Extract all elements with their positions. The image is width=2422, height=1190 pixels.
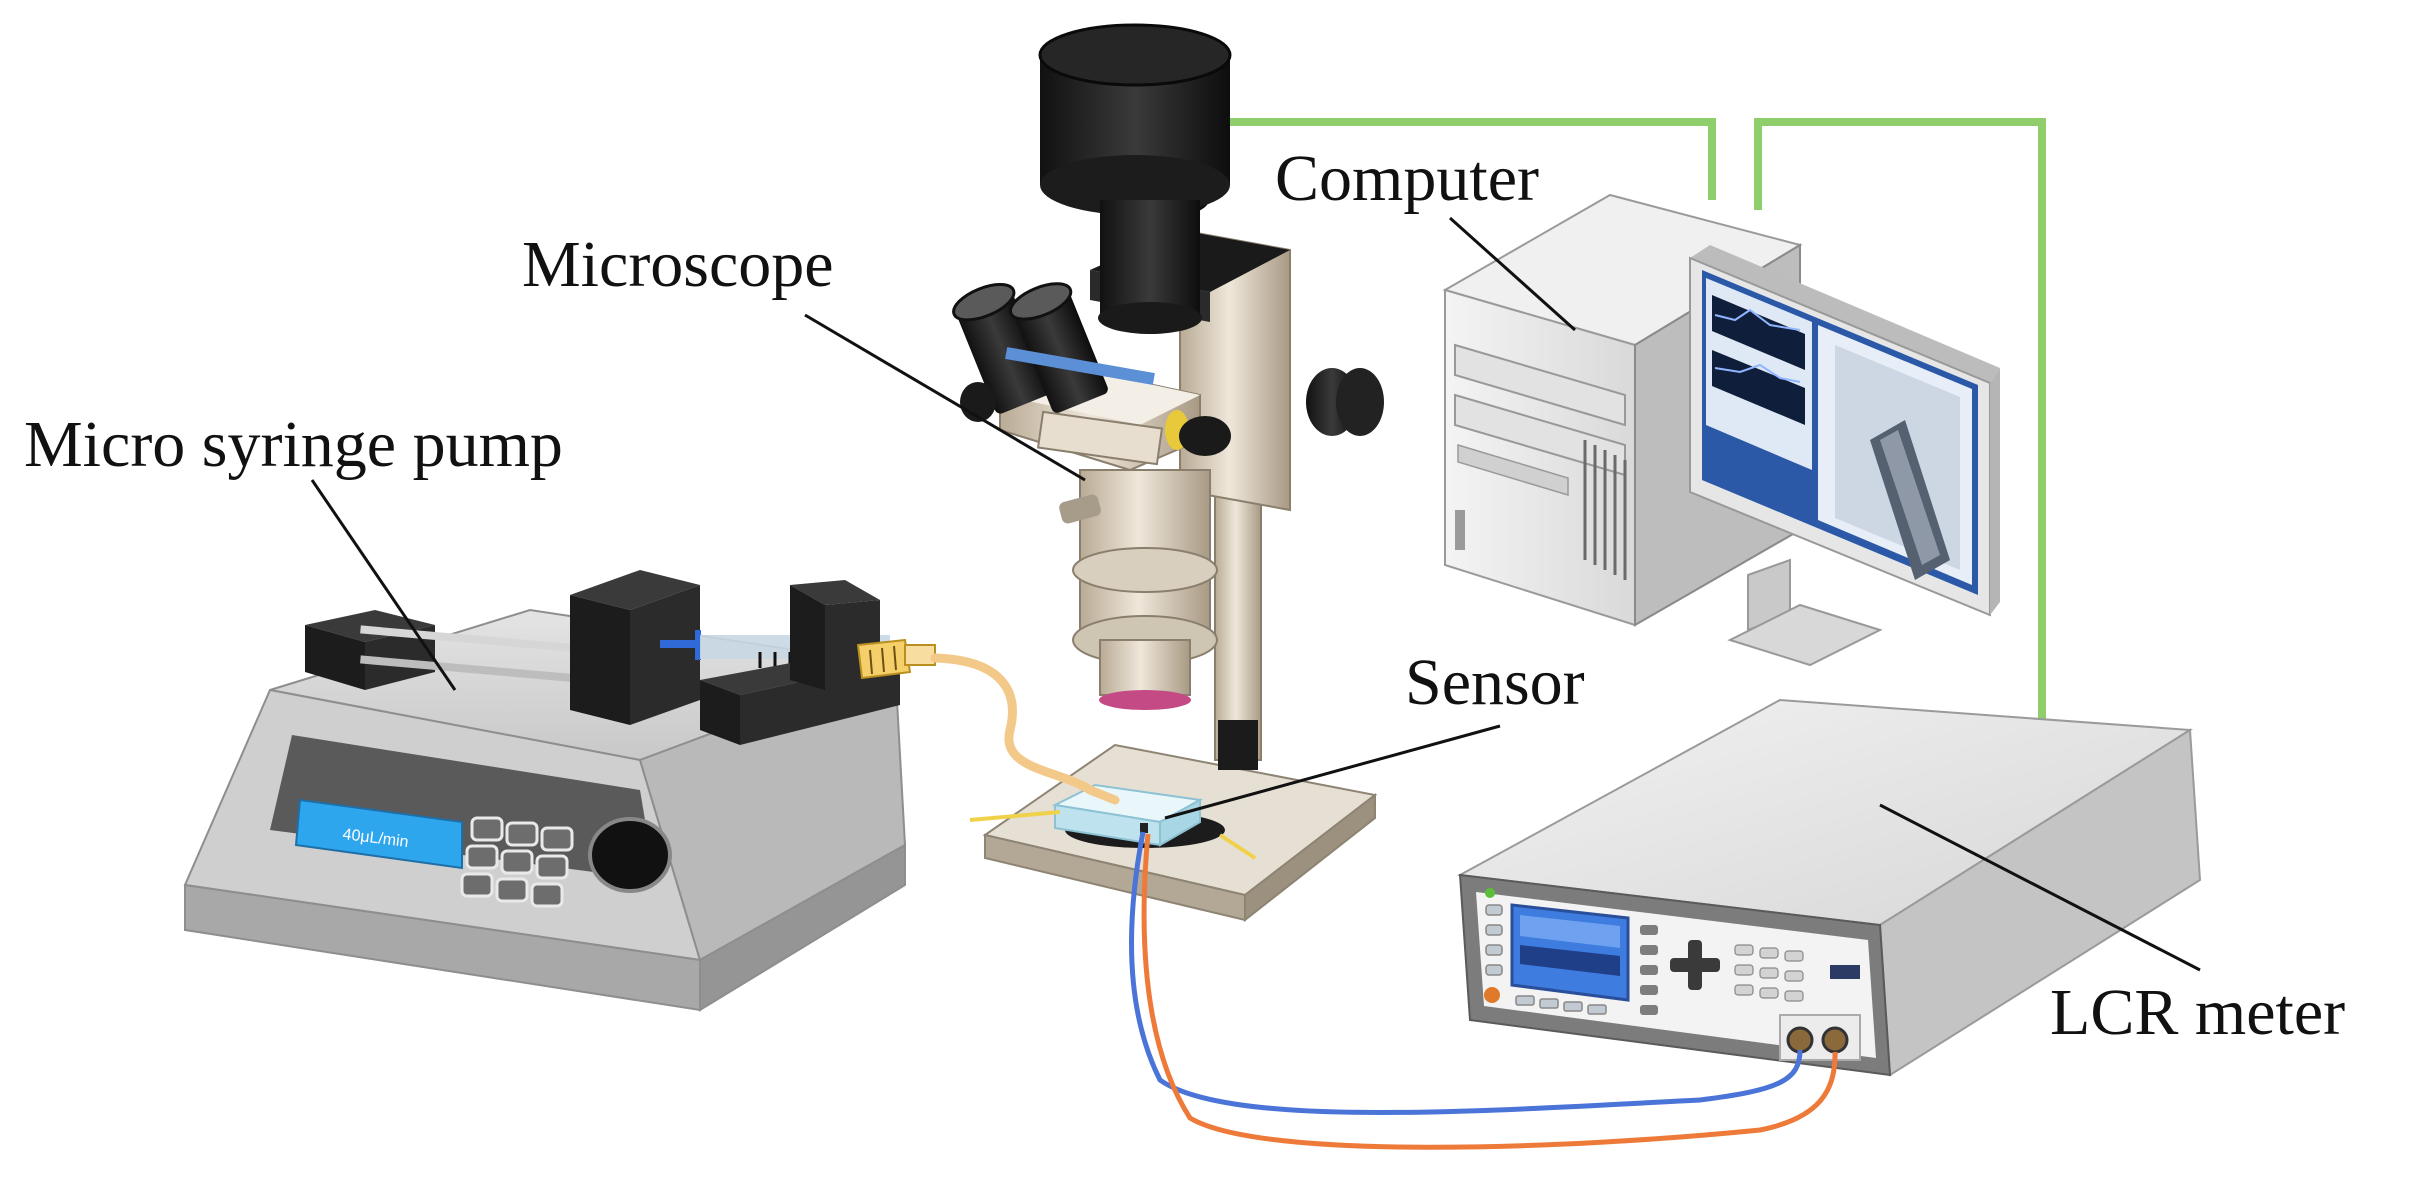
computer-label: Computer: [1275, 142, 1539, 215]
leader-line-computer: [1448, 216, 1577, 332]
leader-line-pump: [310, 479, 457, 691]
sensor-label: Sensor: [1405, 646, 1585, 719]
computer-illustration: [1442, 193, 2000, 667]
microscope-illustration: [952, 23, 1384, 923]
leader-line-microscope: [804, 313, 1086, 482]
tubing-pump-to-sensor: [930, 653, 1120, 805]
micro-syringe-pump-label: Micro syringe pump: [24, 408, 563, 481]
green-cable-computer-to-lcr: [1754, 118, 2046, 720]
syringe-pump-illustration: 40μL/min: [183, 570, 936, 1012]
green-cable-camera-to-computer: [1230, 118, 1716, 200]
lcr-meter-illustration: [1456, 698, 2202, 1077]
leader-line-lcr: [1879, 803, 2201, 972]
orange-cable-sensor-to-lcr: [1141, 833, 1838, 1150]
sensor-chip-illustration: [969, 783, 1257, 860]
lcr-meter-label: LCR meter: [2050, 976, 2346, 1049]
leader-line-sensor: [1164, 724, 1501, 820]
microscope-label: Microscope: [522, 228, 834, 301]
blue-cable-sensor-to-lcr: [1129, 831, 1803, 1115]
